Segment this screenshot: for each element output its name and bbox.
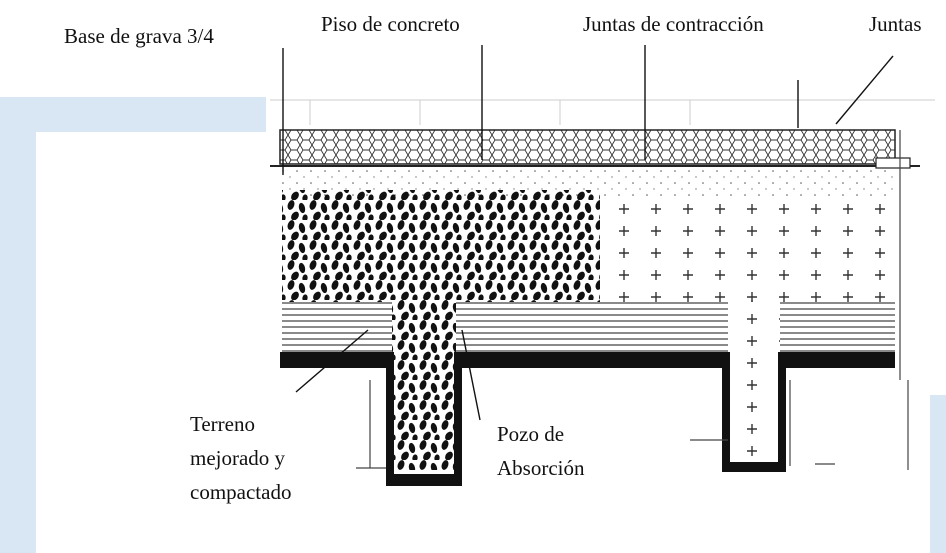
label-pozo-line2: Absorción <box>497 456 585 480</box>
label-terreno-line2: mejorado y <box>190 446 286 470</box>
label-terreno: Terreno mejorado y compactado <box>190 410 291 506</box>
compacted-layer <box>282 302 895 352</box>
label-juntas: Juntas <box>869 12 922 36</box>
improved-soil-right <box>602 196 895 468</box>
ground-line <box>280 352 895 486</box>
concrete-slab <box>270 129 920 169</box>
label-piso-concreto: Piso de concreto <box>321 12 460 36</box>
label-juntas-contraccion: Juntas de contracción <box>583 12 764 36</box>
gravel-base <box>282 190 600 470</box>
label-pozo-line1: Pozo de <box>497 422 565 446</box>
dimension-lines <box>356 130 909 470</box>
label-terreno-line3: compactado <box>190 480 292 504</box>
blue-frame <box>0 97 946 553</box>
leader-lines <box>282 45 894 421</box>
label-terreno-line1: Terreno <box>190 412 255 436</box>
grid-lines <box>270 99 935 125</box>
label-pozo: Pozo de Absorción <box>497 420 585 482</box>
label-base-grava: Base de grava 3/4 <box>64 24 214 48</box>
